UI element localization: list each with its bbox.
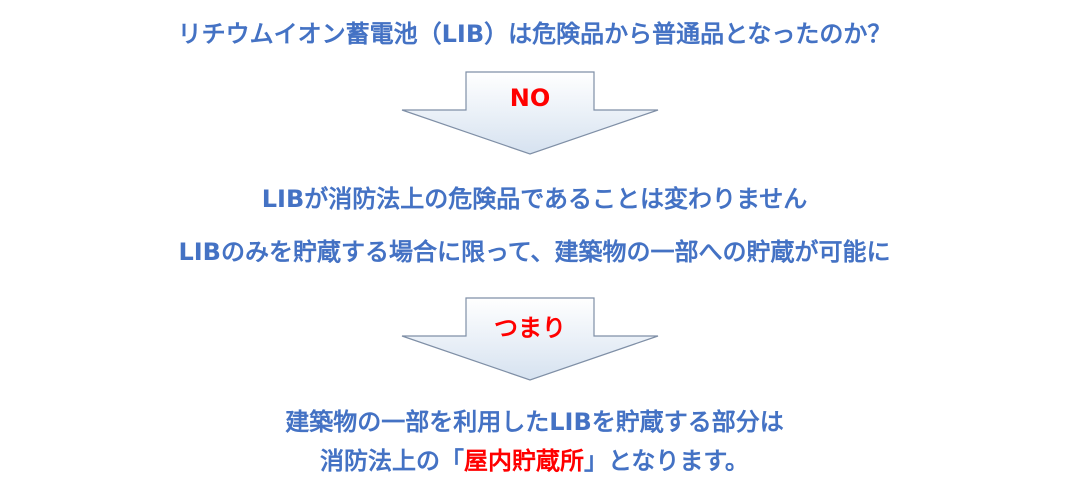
conclusion-suffix: 」となります。 [584,447,749,475]
conclusion-prefix: 消防法上の「 [320,447,465,475]
statement-dangerous-goods: LIBが消防法上の危険品であることは変わりません [261,185,808,213]
down-arrow-no: NO [400,70,660,156]
down-arrow-icon [401,71,659,155]
down-arrow-tsumari: つまり [400,296,660,382]
arrow-label-no: NO [509,84,551,112]
question-heading: リチウムイオン蓄電池（LIB）は危険品から普通品となったのか？ [177,20,892,48]
conclusion-line-2: 消防法上の「屋内貯蔵所」となります。 [0,441,1069,476]
conclusion-highlight: 屋内貯蔵所 [464,447,585,475]
conclusion-line-1: 建築物の一部を利用したLIBを貯蔵する部分は [285,408,784,436]
statement-storage-allowed: LIBのみを貯蔵する場合に限って、建築物の一部への貯蔵が可能に [178,238,891,266]
arrow-label-tsumari: つまり [494,314,566,342]
down-arrow-icon [401,297,659,381]
